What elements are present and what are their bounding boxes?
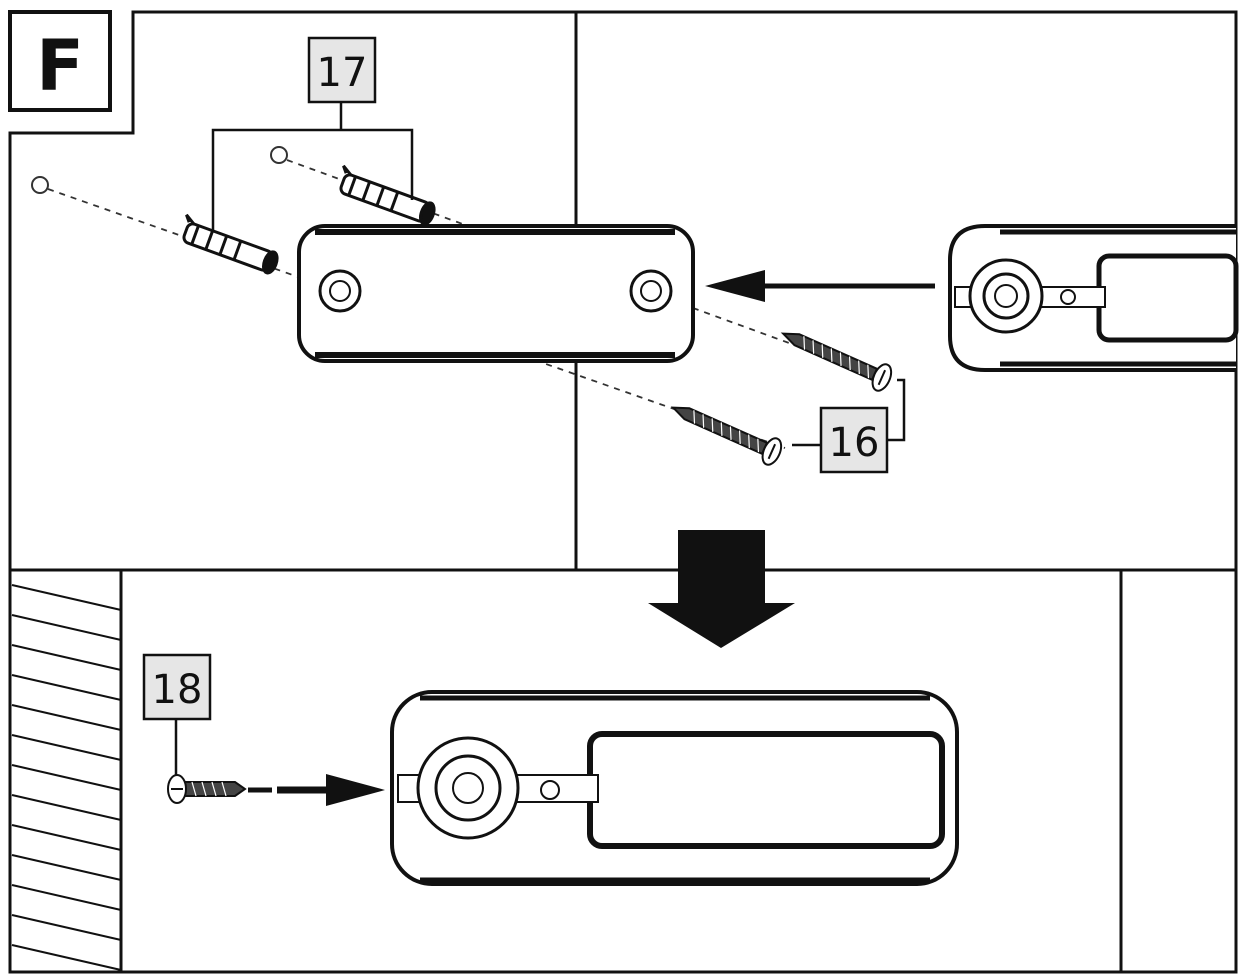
fixing-screw [167, 774, 247, 804]
callout-16: 16 [792, 378, 906, 474]
chime-unit-assembled [390, 690, 959, 886]
callout-18-label: 18 [152, 667, 203, 713]
callout-17: 17 [211, 36, 414, 230]
callout-18: 18 [142, 653, 212, 778]
mounting-bracket [297, 224, 695, 363]
callout-16-label: 16 [829, 420, 880, 466]
alignment-lines [47, 159, 886, 449]
wall-plug-lower [182, 213, 279, 275]
arrow-left-icon [705, 270, 935, 302]
bracket-hole-left [318, 269, 362, 313]
arrow-right-icon [248, 774, 385, 806]
chime-unit-partial [948, 224, 1239, 372]
screw-lower [670, 406, 783, 466]
step-letter: F [36, 25, 84, 107]
callout-17-label: 17 [317, 50, 368, 96]
arrow-down-icon [648, 530, 795, 648]
screw-upper [780, 332, 893, 392]
wall-hatching [11, 584, 122, 971]
bracket-hole-right [629, 269, 673, 313]
wall-plug-upper [339, 164, 436, 226]
step-badge: F [8, 10, 112, 112]
drill-holes [31, 146, 288, 194]
